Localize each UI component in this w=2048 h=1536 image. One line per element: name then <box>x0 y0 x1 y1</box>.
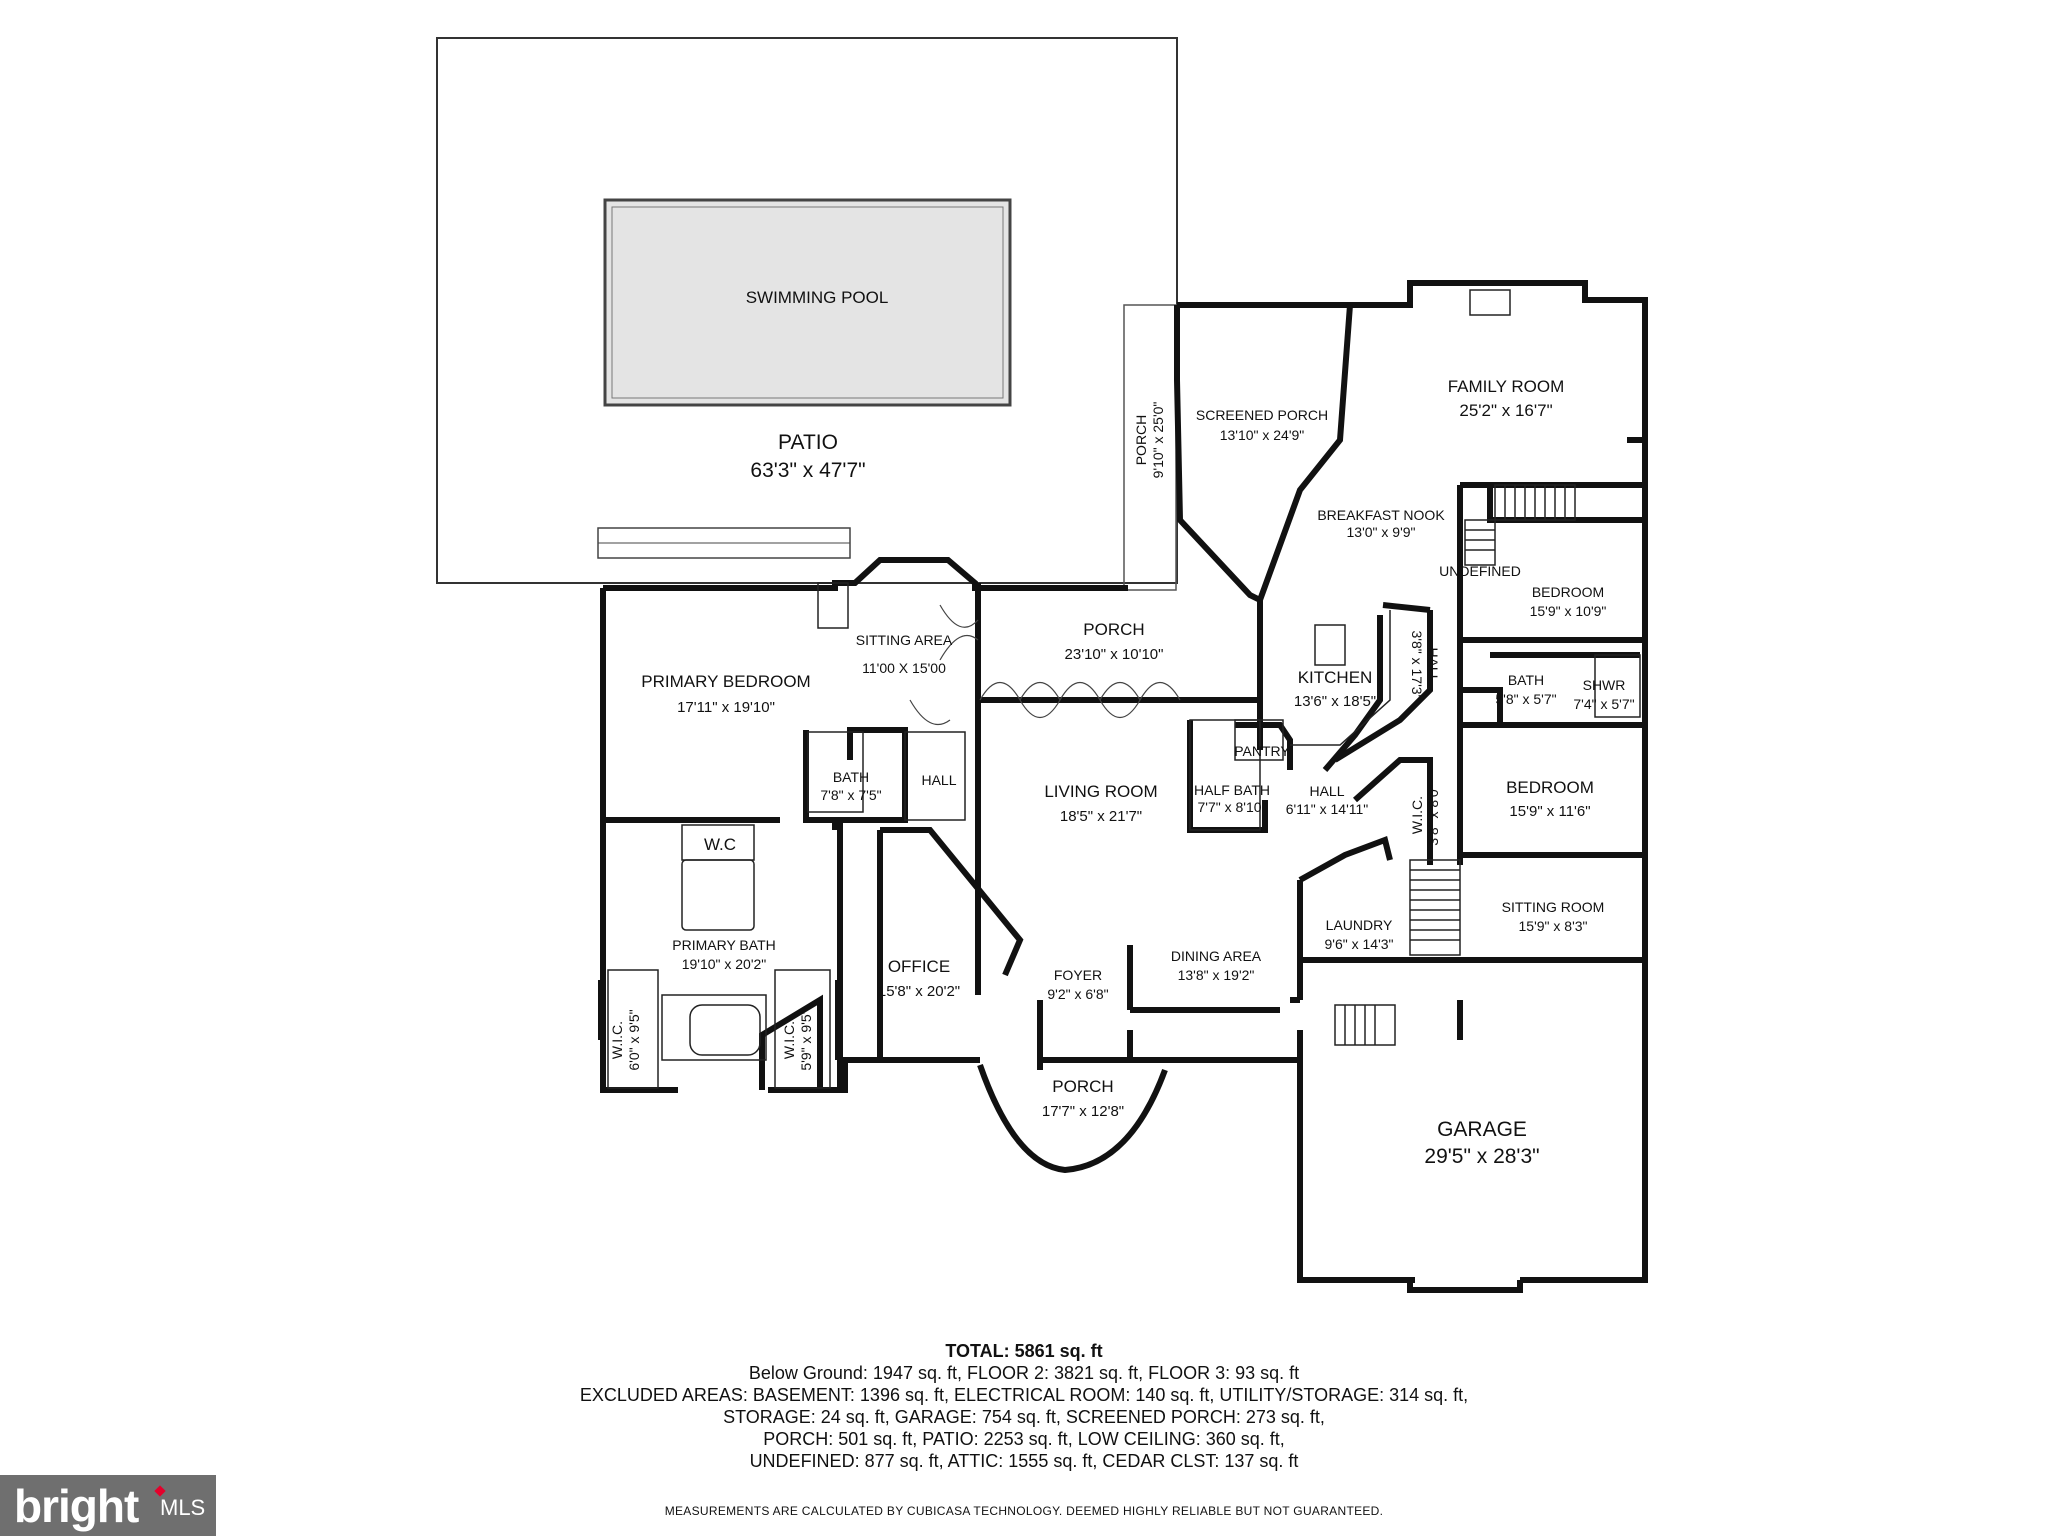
wic-mid-dim: 5'9" x 9'5" <box>798 1009 814 1070</box>
breakfast-nook-dim: 13'0" x 9'9" <box>1347 524 1416 540</box>
bath-1-dim: 7'8" x 7'5" <box>820 787 881 803</box>
kitchen-label: KITCHEN <box>1298 668 1373 687</box>
family-room-label: FAMILY ROOM <box>1448 377 1565 396</box>
swimming-pool-label: SWIMMING POOL <box>746 288 889 307</box>
front-porch-arc <box>977 1064 1168 1174</box>
porch-side-dim: 9'10" x 25'0" <box>1150 402 1166 479</box>
disclaimer-text: MEASUREMENTS ARE CALCULATED BY CUBICASA … <box>664 1504 1384 1518</box>
living-room-label: LIVING ROOM <box>1044 782 1157 801</box>
swimming-pool-shape <box>603 198 1012 407</box>
foyer-label: FOYER <box>1054 967 1102 983</box>
primary-bath-label: PRIMARY BATH <box>672 937 775 953</box>
garage-label: GARAGE <box>1437 1118 1527 1141</box>
kitchen-dim: 13'6" x 18'5" <box>1294 693 1376 710</box>
garage-dim: 29'5" x 28'3" <box>1424 1145 1539 1168</box>
bedroom-2-dim: 15'9" x 11'6" <box>1509 803 1590 820</box>
primary-bath-dim: 19'10" x 20'2" <box>682 956 767 972</box>
living-room-dim: 18'5" x 21'7" <box>1060 808 1142 825</box>
hall-kitchen-dim: 3'8" x 17'3" <box>1409 631 1425 700</box>
dining-area-label: DINING AREA <box>1171 948 1262 964</box>
primary-bedroom-dim: 17'11" x 19'10" <box>677 699 775 716</box>
wic-left-dim: 6'0" x 9'5" <box>626 1009 642 1070</box>
shwr-label: SHWR <box>1583 677 1626 693</box>
patio-dim: 63'3" x 47'7" <box>750 459 865 482</box>
porch-side-label: PORCH <box>1133 415 1149 466</box>
summary-line-1: Below Ground: 1947 sq. ft, FLOOR 2: 3821… <box>748 1363 1300 1383</box>
total-area: TOTAL: 5861 sq. ft <box>945 1341 1103 1361</box>
screened-porch-dim: 13'10" x 24'9" <box>1220 427 1305 443</box>
area-summary: TOTAL: 5861 sq. ft Below Ground: 1947 sq… <box>0 1340 2048 1472</box>
sitting-room-label: SITTING ROOM <box>1502 899 1605 915</box>
bedroom-1-dim: 15'9" x 10'9" <box>1530 603 1607 619</box>
porch-rear-dim: 23'10" x 10'10" <box>1065 646 1164 663</box>
wic-mid-label: W.I.C. <box>781 1021 797 1059</box>
family-room-dim: 25'2" x 16'7" <box>1459 401 1552 420</box>
wc-label: W.C <box>704 835 736 854</box>
office-label: OFFICE <box>888 957 950 976</box>
primary-bedroom-label: PRIMARY BEDROOM <box>641 672 810 691</box>
screened-porch-label: SCREENED PORCH <box>1196 407 1328 423</box>
porch-rear-label: PORCH <box>1083 620 1144 639</box>
logo-brand: bright <box>14 1480 139 1532</box>
summary-line-2: EXCLUDED AREAS: BASEMENT: 1396 sq. ft, E… <box>579 1385 1469 1405</box>
sitting-area-dim: 11'00 X 15'00 <box>862 660 946 676</box>
bedroom-2-label: BEDROOM <box>1506 778 1594 797</box>
laundry-dim: 9'6" x 14'3" <box>1325 936 1394 952</box>
dining-area-dim: 13'8" x 19'2" <box>1178 967 1255 983</box>
porch-front-label: PORCH <box>1052 1077 1113 1096</box>
summary-line-4: PORCH: 501 sq. ft, PATIO: 2253 sq. ft, L… <box>763 1429 1285 1449</box>
breakfast-nook-label: BREAKFAST NOOK <box>1317 507 1445 523</box>
bath-1-label: BATH <box>833 769 869 785</box>
wic-right-label: W.I.C. <box>1409 796 1425 834</box>
shwr-dim: 7'4" x 5'7" <box>1573 696 1634 712</box>
summary-line-5: UNDEFINED: 877 sq. ft, ATTIC: 1555 sq. f… <box>749 1451 1299 1471</box>
hall-center-label: HALL <box>1309 783 1344 799</box>
floor-plan: SWIMMING POOL PATIO 63'3" x 47'7" PORCH … <box>436 37 1648 1293</box>
laundry-label: LAUNDRY <box>1326 917 1393 933</box>
office-dim: 15'8" x 20'2" <box>878 983 960 1000</box>
pantry-label: PANTRY <box>1234 743 1290 759</box>
patio-label: PATIO <box>778 431 838 454</box>
wic-left-label: W.I.C. <box>609 1021 625 1059</box>
porch-front-dim: 17'7" x 12'8" <box>1042 1103 1124 1120</box>
bath-2-dim: 5'8" x 5'7" <box>1495 691 1556 707</box>
summary-line-3: STORAGE: 24 sq. ft, GARAGE: 754 sq. ft, … <box>723 1407 1325 1427</box>
undefined-label: UNDEFINED <box>1439 563 1521 579</box>
sitting-area-label: SITTING AREA <box>856 632 953 648</box>
half-bath-dim: 7'7" x 8'10" <box>1198 799 1267 815</box>
bath-2-label: BATH <box>1508 672 1544 688</box>
wic-right-dim: 3'8" x 8'0" <box>1425 784 1441 845</box>
hall-center-dim: 6'11" x 14'11" <box>1286 801 1369 817</box>
sitting-room-dim: 15'9" x 8'3" <box>1519 918 1588 934</box>
hall-kitchen-label: HALL <box>1425 647 1441 682</box>
logo-suffix: MLS <box>160 1495 206 1520</box>
foyer-dim: 9'2" x 6'8" <box>1047 986 1108 1002</box>
hall-left-label: HALL <box>921 772 956 788</box>
bright-mls-logo: bright MLS <box>0 1475 216 1536</box>
bedroom-1-label: BEDROOM <box>1532 584 1604 600</box>
half-bath-label: HALF BATH <box>1194 782 1270 798</box>
